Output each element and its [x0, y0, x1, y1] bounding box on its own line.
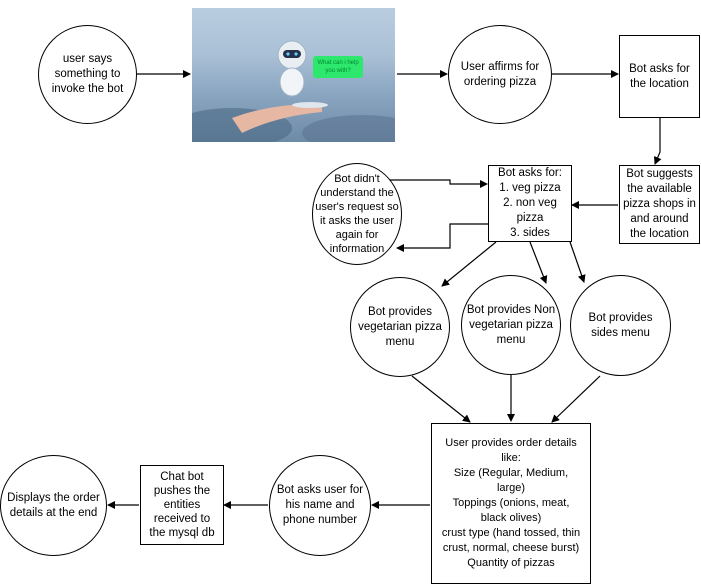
node-display: Displays the order details at the end [0, 455, 107, 556]
node-invoke-bot-label: user says something to invoke the bot [51, 53, 124, 95]
node-veg-menu-label: Bot provides vegetarian pizza menu [358, 305, 442, 348]
arrow-options-to-notunderstood [396, 223, 490, 252]
node-display-label: Displays the order details at the end [7, 491, 100, 519]
arrow-veg-to-order [411, 375, 471, 423]
node-order-details-label: User provides order details like: Size (… [441, 437, 581, 569]
node-sides-menu: Bot provides sides menu [570, 275, 671, 376]
arrow-sides-to-order [551, 375, 601, 423]
arrow-notunderstood-to-options [370, 179, 488, 188]
node-push-db-label: Chat bot pushes the entities received to… [149, 471, 215, 539]
node-user-affirms-label: User affirms for ordering pizza [460, 60, 540, 88]
arrow-options-to-veg [441, 241, 497, 287]
node-order-details: User provides order details like: Size (… [431, 423, 591, 584]
node-ask-location-label: Bot asks for the location [629, 62, 690, 90]
node-not-understood-label: Bot didn't understand the user's request… [315, 173, 399, 255]
node-nonveg-menu-label: Bot provides Non vegetarian pizza menu [466, 303, 556, 346]
node-user-affirms: User affirms for ordering pizza [448, 25, 552, 124]
node-ask-name: Bot asks user for his name and phone num… [269, 455, 371, 556]
node-suggest-shops-label: Bot suggests the available pizza shops i… [623, 168, 696, 240]
node-ask-location: Bot asks for the location [619, 35, 700, 118]
arrow-options-to-nonveg [529, 241, 548, 284]
node-nonveg-menu: Bot provides Non vegetarian pizza menu [461, 275, 561, 375]
chatbot-image: What can i help you with? [192, 8, 395, 142]
node-not-understood: Bot didn't understand the user's request… [312, 163, 402, 265]
node-sides-menu-label: Bot provides sides menu [588, 311, 653, 339]
chatbot-speech-bubble: What can i help you with? [313, 56, 363, 78]
node-ask-options: Bot asks for: 1. veg pizza 2. non veg pi… [488, 165, 572, 242]
node-suggest-shops: Bot suggests the available pizza shops i… [619, 165, 700, 244]
arrow-location-to-suggest [654, 118, 662, 165]
node-push-db: Chat bot pushes the entities received to… [140, 465, 224, 545]
node-veg-menu: Bot provides vegetarian pizza menu [350, 277, 450, 377]
arrow-options-to-sides [569, 241, 586, 283]
node-ask-name-label: Bot asks user for his name and phone num… [276, 484, 364, 526]
node-invoke-bot: user says something to invoke the bot [38, 25, 137, 124]
node-ask-options-label: Bot asks for: 1. veg pizza 2. non veg pi… [498, 167, 562, 239]
